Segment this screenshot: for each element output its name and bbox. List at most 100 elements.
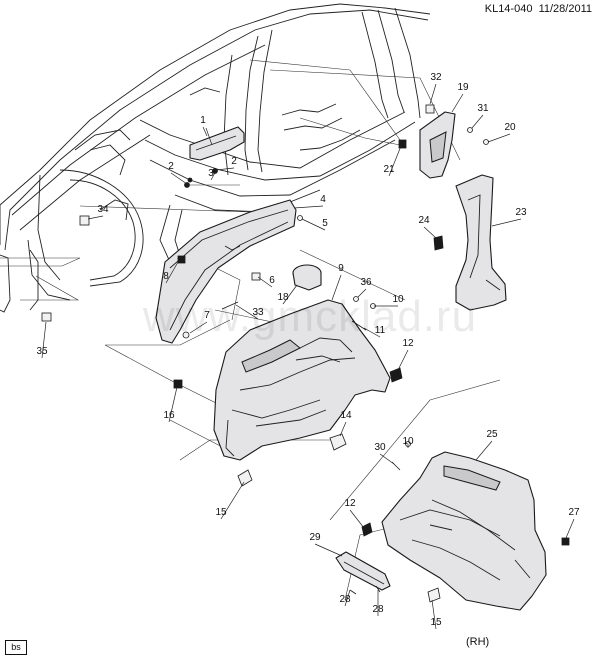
callout-leader-6 — [257, 276, 273, 288]
callout-21: 21 — [383, 164, 395, 175]
clip-8 — [177, 255, 186, 264]
callout-4: 4 — [320, 194, 326, 205]
callout-leader-34 — [87, 215, 104, 220]
callout-15: 15 — [215, 507, 227, 518]
clip-15-lower — [427, 587, 441, 603]
callout-leader-15 — [431, 599, 437, 630]
callout-6: 6 — [269, 275, 275, 286]
callout-10: 10 — [402, 436, 414, 447]
callout-18: 18 — [277, 292, 289, 303]
callout-leader-8 — [165, 261, 179, 284]
fasteners — [41, 104, 570, 603]
callout-35: 35 — [36, 346, 48, 357]
callout-leader-2 — [170, 172, 188, 185]
callout-19: 19 — [457, 82, 469, 93]
callout-31: 31 — [477, 103, 489, 114]
callout-leader-7 — [189, 321, 208, 334]
callout-leader-25 — [475, 440, 493, 461]
callout-leader-20 — [487, 133, 511, 143]
callout-leader-27 — [565, 518, 575, 539]
callout-leader-18 — [282, 284, 298, 305]
callout-20: 20 — [504, 122, 516, 133]
diagram-header: KL14-040 11/28/2011 — [485, 3, 592, 15]
callout-11: 11 — [375, 325, 386, 336]
screw-2b — [187, 177, 193, 183]
clip-24 — [433, 235, 444, 251]
vehicle-body-structure — [0, 3, 431, 313]
diagram-date: 11/28/2011 — [538, 3, 592, 15]
clip-35 — [41, 312, 52, 322]
part-29-sill-plate — [335, 551, 391, 591]
screw-5 — [297, 215, 303, 221]
callout-leader-28 — [344, 589, 351, 607]
part-18-cap — [292, 264, 322, 291]
callout-24: 24 — [418, 215, 430, 226]
clip-34 — [79, 215, 90, 226]
callout-29: 29 — [309, 532, 321, 543]
clip-20 — [483, 139, 489, 145]
callout-36: 36 — [360, 277, 372, 288]
callout-leader-14 — [339, 421, 347, 437]
callout-leader-19 — [451, 93, 464, 113]
callout-leader-3 — [210, 170, 217, 181]
callout-leader-9 — [331, 274, 342, 301]
callout-25: 25 — [486, 429, 498, 440]
callout-14: 14 — [340, 410, 352, 421]
clip-6 — [251, 272, 261, 281]
callout-15: 15 — [430, 617, 442, 628]
callout-28: 28 — [372, 604, 384, 615]
clip-12-upper — [389, 367, 403, 383]
part-23-pillar-trim — [455, 174, 507, 311]
callout-leader-4 — [293, 205, 324, 209]
corner-code-icon: bs — [5, 640, 27, 655]
callout-leader-12 — [397, 349, 409, 371]
clip-32 — [425, 104, 435, 114]
clip-27 — [561, 537, 570, 546]
side-note-label: (RH) — [466, 636, 490, 648]
clip-31 — [467, 127, 473, 133]
callout-3: 3 — [208, 168, 214, 179]
callout-leader-16 — [168, 386, 178, 423]
clip-14 — [329, 433, 347, 451]
callout-leader-31 — [471, 114, 484, 129]
callout-leader-29 — [314, 543, 343, 557]
callout-12: 12 — [344, 498, 356, 509]
callout-2: 2 — [168, 161, 174, 172]
callout-8: 8 — [163, 271, 169, 282]
part-9-quarter-lower-trim — [213, 299, 391, 461]
callout-leader-11 — [363, 327, 381, 338]
callout-5: 5 — [322, 218, 328, 229]
screw-3 — [184, 182, 190, 188]
callout-leader-24 — [423, 226, 437, 239]
part-4-quarter-upper-trim — [155, 199, 297, 344]
clip-21 — [398, 139, 407, 149]
clip-16 — [173, 379, 183, 389]
screw-36 — [353, 296, 359, 302]
screws-28 — [349, 585, 381, 595]
strip-33 — [221, 301, 239, 310]
callout-33: 33 — [252, 307, 264, 318]
callout-leader-32 — [429, 83, 437, 105]
clip-7 — [182, 331, 190, 339]
callout-23: 23 — [515, 207, 527, 218]
callout-leader-2 — [215, 167, 235, 171]
callout-30: 30 — [374, 442, 386, 453]
callout-16: 16 — [163, 410, 175, 421]
callout-leader-36 — [357, 288, 367, 298]
callout-28: 28 — [339, 594, 351, 605]
strip-11 — [351, 320, 367, 331]
part-19-pillar-upper — [419, 111, 456, 179]
callout-34: 34 — [97, 204, 109, 215]
callout-leader-35 — [41, 321, 47, 359]
callout-leader-5 — [301, 218, 326, 231]
callout-leader-1 — [202, 126, 208, 137]
callout-7: 7 — [204, 310, 210, 321]
clip-15-upper — [237, 469, 253, 487]
callout-2: 2 — [231, 156, 237, 167]
callout-9: 9 — [338, 263, 344, 274]
callout-leader-21 — [388, 145, 402, 177]
callout-1: 1 — [200, 115, 206, 126]
callout-leader-15 — [220, 481, 245, 520]
